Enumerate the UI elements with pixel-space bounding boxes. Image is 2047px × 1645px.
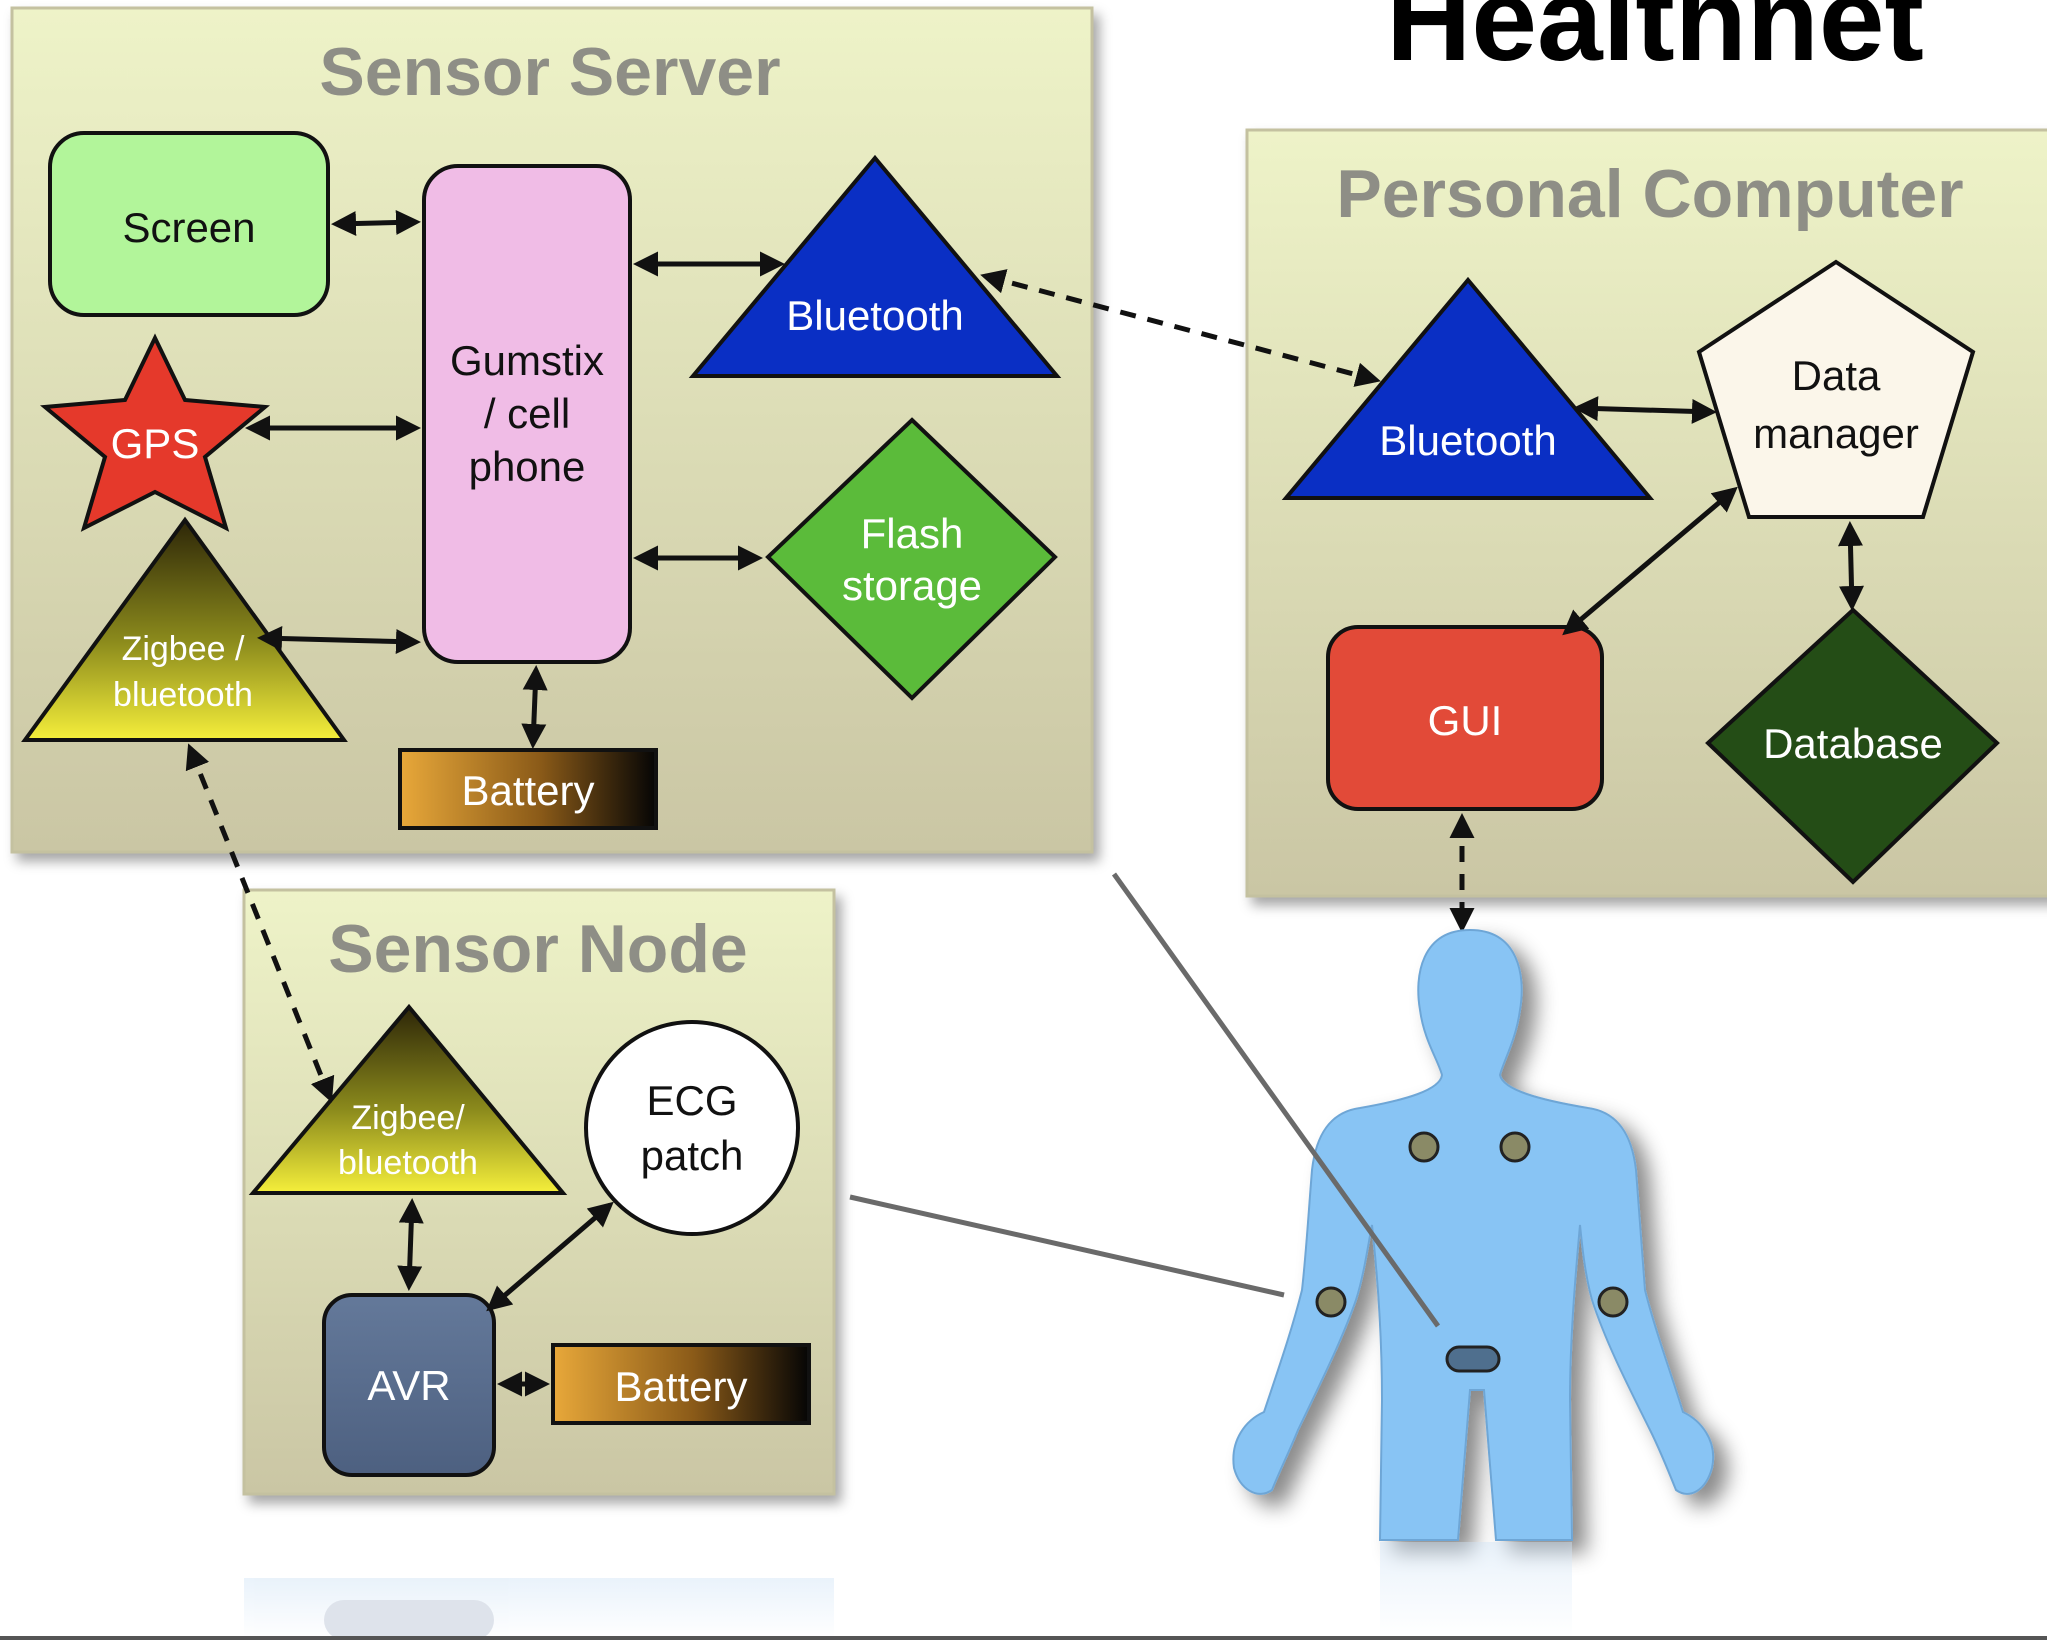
- server-battery-node: Battery: [398, 748, 658, 830]
- node-zigbee-label-1: Zigbee/: [351, 1099, 465, 1137]
- server-body-connector: [1111, 872, 1441, 1328]
- gps-node: GPS: [39, 333, 271, 532]
- node-zigbee-label-2: bluetooth: [338, 1144, 478, 1182]
- flash-label-2: storage: [842, 562, 982, 609]
- human-body-figure: [1232, 928, 1715, 1541]
- zigbee-wireless-link: [185, 743, 335, 1103]
- database-node: Database: [1705, 607, 2000, 885]
- node-battery-node: Battery: [551, 1343, 811, 1425]
- sensor-dot: [1408, 1131, 1440, 1163]
- server-zigbee-label-1: Zigbee /: [122, 630, 245, 668]
- gumstix-label-3: phone: [469, 443, 586, 490]
- avr-node: AVR: [322, 1293, 496, 1477]
- reflection-strip: [244, 1542, 1572, 1640]
- data-manager-node: Data manager: [1696, 259, 1976, 519]
- flash-label-1: Flash: [861, 510, 964, 557]
- personal-computer-panel: Personal Computer Bluetooth Data manager…: [1245, 128, 2047, 898]
- sensor-node-title: Sensor Node: [328, 911, 747, 987]
- node-battery-label: Battery: [614, 1363, 747, 1410]
- sensor-node-device: [1445, 1345, 1501, 1373]
- sensor-server-title: Sensor Server: [319, 34, 780, 110]
- gumstix-node: Gumstix / cell phone: [422, 164, 632, 664]
- pc-bluetooth-node: Bluetooth: [1281, 276, 1655, 500]
- ecg-label-2: patch: [641, 1132, 744, 1179]
- sensor-dot: [1315, 1286, 1347, 1318]
- avr-label: AVR: [367, 1362, 450, 1409]
- bluetooth-wireless-link: [980, 269, 1381, 387]
- ecg-patch-node: ECG patch: [584, 1020, 800, 1236]
- sensor-dot: [1499, 1131, 1531, 1163]
- bottom-edge: [0, 1636, 2047, 1640]
- personal-computer-title: Personal Computer: [1336, 156, 1963, 232]
- diagram-title: Healthnet: [1386, 0, 1924, 86]
- flash-storage-node: Flash storage: [765, 417, 1058, 701]
- server-bluetooth-label: Bluetooth: [786, 292, 963, 339]
- data-manager-label-2: manager: [1753, 410, 1919, 457]
- server-battery-label: Battery: [461, 767, 594, 814]
- gumstix-label-2: / cell: [484, 390, 570, 437]
- server-zigbee-label-2: bluetooth: [113, 676, 253, 714]
- database-label: Database: [1763, 720, 1943, 767]
- gumstix-label-1: Gumstix: [450, 337, 604, 384]
- sensor-server-panel: Sensor Server Screen Gumstix / cell phon…: [10, 6, 1094, 854]
- gui-node: GUI: [1326, 625, 1604, 811]
- node-zigbee-node: Zigbee/ bluetooth: [248, 1003, 568, 1195]
- data-manager-label-1: Data: [1792, 352, 1881, 399]
- server-bluetooth-node: Bluetooth: [688, 154, 1062, 378]
- gps-label: GPS: [111, 420, 200, 467]
- screen-label: Screen: [122, 204, 255, 251]
- screen-node: Screen: [48, 131, 330, 317]
- sensor-node-panel: Sensor Node Zigbee/ bluetooth ECG patch …: [242, 888, 836, 1496]
- ecg-label-1: ECG: [646, 1077, 737, 1124]
- pc-bluetooth-label: Bluetooth: [1379, 417, 1556, 464]
- gui-label: GUI: [1428, 697, 1503, 744]
- node-body-connector: [849, 1194, 1285, 1298]
- sensor-dot: [1597, 1286, 1629, 1318]
